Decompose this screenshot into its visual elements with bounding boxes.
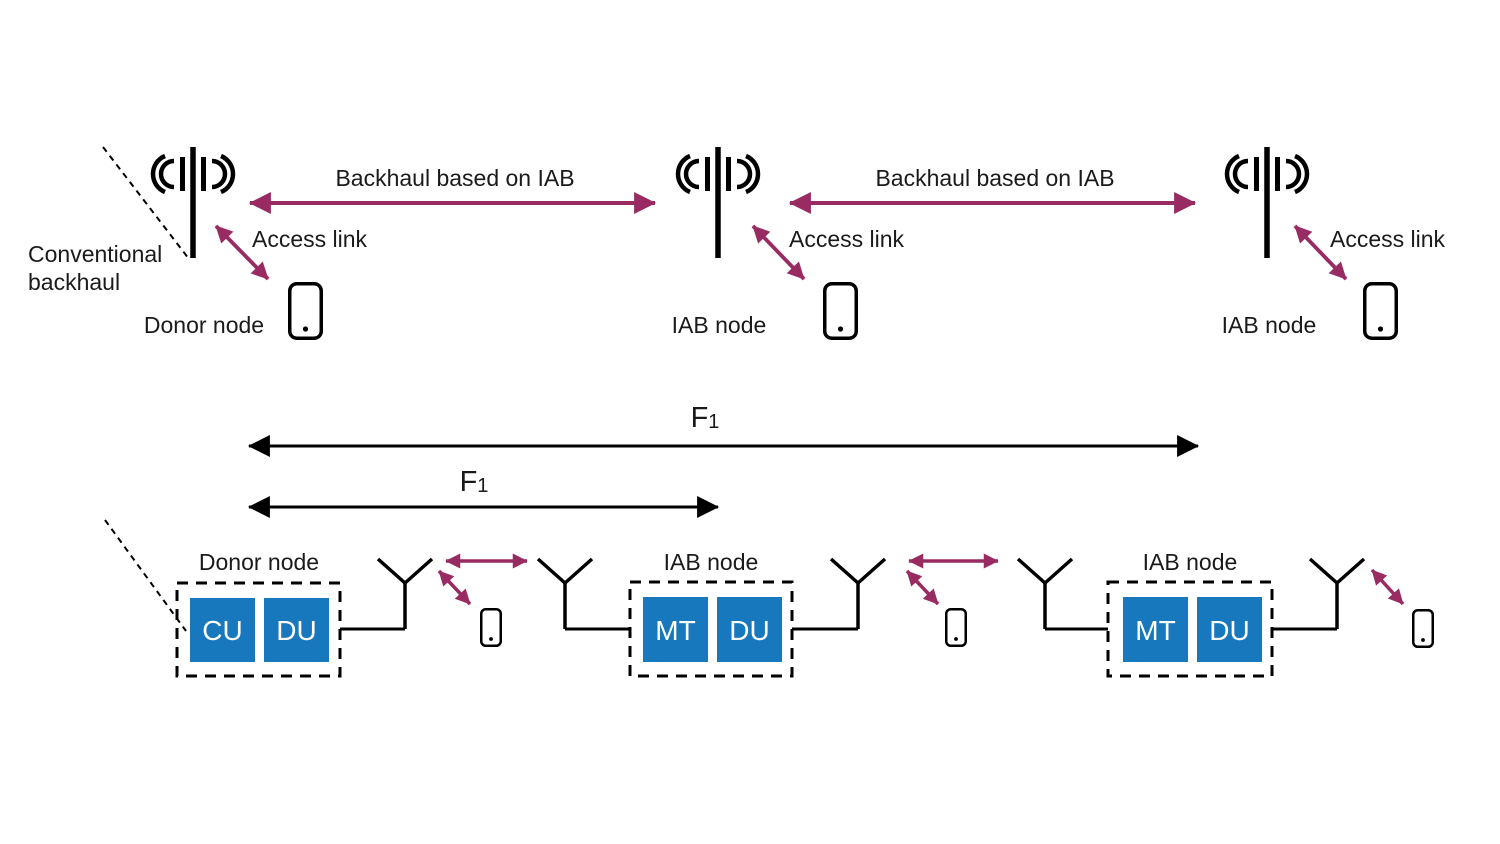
top-row: Conventional backhaul Backhaul based on … [28, 146, 1446, 340]
iab-node-label-bottom-2: IAB node [1143, 549, 1238, 575]
access-link-label-donor: Access link [252, 226, 368, 252]
donor-tower-icon [153, 147, 233, 258]
access-link-label-iab-1: Access link [789, 226, 905, 252]
antenna-icon-3 [829, 557, 887, 631]
du-unit-label-2: DU [1209, 615, 1249, 646]
access-link-arrow-bottom-2 [905, 569, 940, 606]
iab-node-label-top-2: IAB node [1222, 312, 1317, 338]
antenna-icon-5 [1308, 557, 1366, 631]
conventional-backhaul-label-line1: Conventional [28, 241, 162, 267]
iab-node-label-top-1: IAB node [672, 312, 767, 338]
du-unit-box-2 [1197, 597, 1262, 662]
donor-node-label-bottom: Donor node [199, 549, 319, 575]
access-link-label-iab-2: Access link [1330, 226, 1446, 252]
ue-phone-icon-iab-1 [823, 282, 858, 340]
iab-tower-icon-2 [1227, 147, 1307, 258]
access-link-arrow-iab-1 [751, 224, 806, 281]
ue-phone-icon-bottom-2 [945, 608, 967, 647]
mt-unit-label-2: MT [1135, 615, 1175, 646]
ue-phone-icon-iab-2 [1363, 282, 1398, 340]
access-link-arrow-iab-2 [1293, 224, 1348, 281]
ue-phone-icon-bottom-1 [480, 608, 502, 647]
du-unit-box-donor [264, 598, 329, 662]
conventional-backhaul-label-line2: backhaul [28, 269, 120, 295]
antenna-icon-1 [376, 557, 434, 631]
f1-interface-spans: F1 F1 [247, 402, 1200, 518]
du-unit-label-donor: DU [276, 615, 316, 646]
mt-unit-box-1 [643, 597, 708, 662]
cu-unit-box [190, 598, 255, 662]
conventional-backhaul-dashed-line-bottom [104, 519, 187, 632]
bottom-row: Donor node CU DU IAB node MT DU IAB node… [104, 519, 1434, 678]
cu-unit-label: CU [202, 615, 242, 646]
access-link-arrow-donor [214, 224, 270, 281]
antenna-icon-2 [536, 557, 594, 631]
f1-label-short: F1 [460, 466, 489, 498]
mt-unit-label-1: MT [655, 615, 695, 646]
backhaul-arrow-1-label: Backhaul based on IAB [335, 165, 574, 191]
access-link-arrow-bottom-1 [437, 569, 472, 606]
mt-unit-box-2 [1123, 597, 1188, 662]
ue-phone-icon-donor [288, 282, 323, 340]
du-unit-box-1 [717, 597, 782, 662]
backhaul-arrow-2-label: Backhaul based on IAB [875, 165, 1114, 191]
f1-label-long: F1 [691, 402, 720, 434]
donor-node-label-top: Donor node [144, 312, 264, 338]
antenna-icon-4 [1016, 557, 1074, 631]
ue-phone-icon-bottom-3 [1412, 609, 1434, 648]
du-unit-label-1: DU [729, 615, 769, 646]
iab-tower-icon-1 [678, 147, 758, 258]
conventional-backhaul-dashed-line [102, 146, 190, 260]
access-link-arrow-bottom-3 [1370, 568, 1405, 606]
iab-node-label-bottom-1: IAB node [664, 549, 759, 575]
